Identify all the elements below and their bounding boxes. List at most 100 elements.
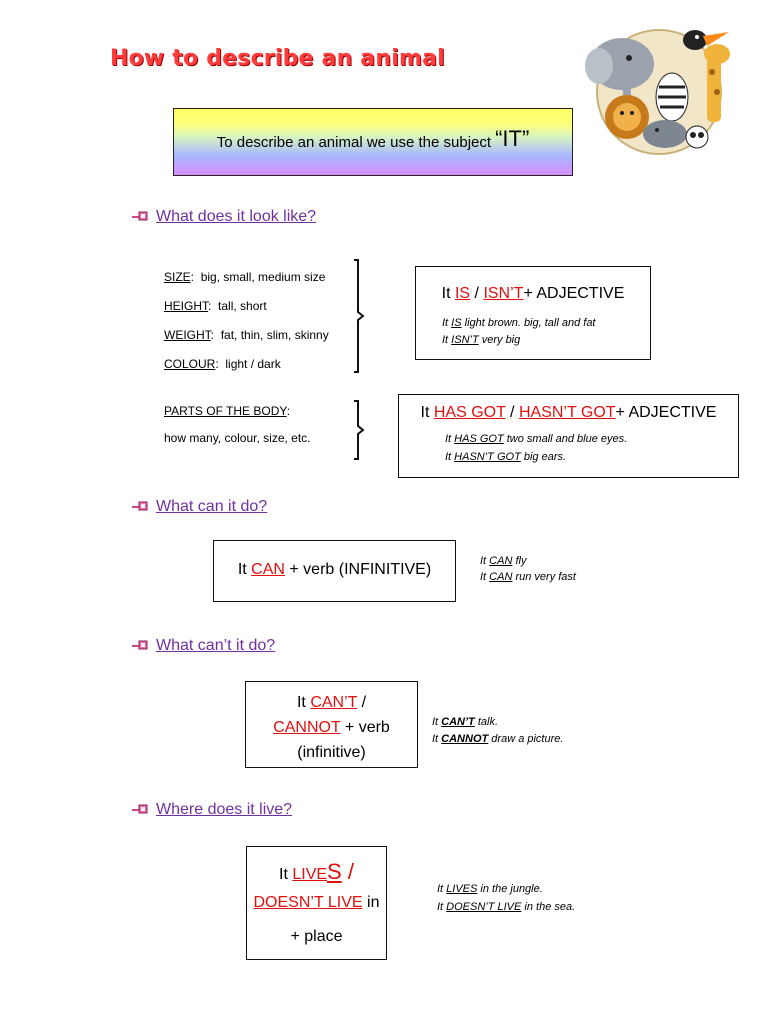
rule-keyword: HASN’T GOT xyxy=(518,404,616,421)
example-text: talk. xyxy=(474,716,499,728)
example-keyword: CAN xyxy=(489,555,513,567)
example-text: run very fast xyxy=(512,571,576,583)
attr-row-size: SIZE: big, small, medium size xyxy=(164,270,325,284)
example-text: in the jungle. xyxy=(477,883,543,895)
pink-bullet-icon xyxy=(132,640,148,650)
subject-banner: To describe an animal we use the subject… xyxy=(173,108,573,176)
example-text: very big xyxy=(478,334,521,346)
example-line: It CAN run very fast xyxy=(480,571,576,583)
example-keyword: CAN xyxy=(489,571,513,583)
section-look-heading-row: What does it look like? xyxy=(132,208,316,226)
rule-text: / xyxy=(505,404,519,421)
example-text: draw a picture. xyxy=(488,733,564,745)
rule-can-text: It CAN + verb (INFINITIVE) xyxy=(214,561,455,579)
rule-live-text: It LIVES / DOESN’T LIVE in + place xyxy=(247,857,386,954)
example-text: light brown. big, tall and fat xyxy=(461,317,596,329)
rule-has-text: It HAS GOT / HASN’T GOT+ ADJECTIVE xyxy=(399,404,738,422)
section-live-heading-row: Where does it live? xyxy=(132,801,292,819)
rule-keyword: LIVE xyxy=(292,866,328,883)
rule-keyword: S xyxy=(327,859,342,884)
rule-line: + place xyxy=(290,928,343,945)
rule-keyword: IS xyxy=(454,285,471,302)
attr-label: HEIGHT xyxy=(164,299,209,313)
example-text: It xyxy=(442,317,452,329)
attr-row-colour: COLOUR: light / dark xyxy=(164,357,281,371)
example-line: It HASN’T GOT big ears. xyxy=(445,451,566,463)
example-keyword: ISN’T xyxy=(451,334,479,346)
attr-row-height: HEIGHT: tall, short xyxy=(164,299,267,313)
body-parts-value: how many, colour, size, etc. xyxy=(164,431,311,445)
rule-can-box: It CAN + verb (INFINITIVE) xyxy=(213,540,456,602)
rule-keyword: CAN xyxy=(251,561,285,578)
attr-value: fat, thin, slim, skinny xyxy=(220,328,329,342)
example-line: It CAN’T talk. xyxy=(432,716,498,728)
section-look-heading: What does it look like? xyxy=(156,208,317,225)
example-keyword: HASN’T GOT xyxy=(454,451,521,463)
rule-keyword: DOESN’T LIVE xyxy=(253,894,363,911)
attr-label: WEIGHT xyxy=(164,328,211,342)
right-bracket-icon xyxy=(354,259,365,373)
example-text: It xyxy=(480,555,490,567)
example-line: It HAS GOT two small and blue eyes. xyxy=(445,433,627,445)
rule-text: in xyxy=(362,894,380,911)
section-live-heading: Where does it live? xyxy=(156,801,293,818)
animal-group-illustration xyxy=(585,29,730,155)
attr-sep: : xyxy=(210,328,215,342)
section-can-heading: What can it do? xyxy=(156,498,268,515)
example-line: It CAN fly xyxy=(480,555,526,567)
banner-subject: “IT” xyxy=(495,126,530,151)
example-text: It xyxy=(442,334,452,346)
rule-text: It xyxy=(441,285,455,302)
rule-is-box: It IS / ISN’T+ ADJECTIVE It IS light bro… xyxy=(415,266,651,360)
rule-line: DOESN’T LIVE in xyxy=(247,890,386,916)
attr-value: big, small, medium size xyxy=(200,270,326,284)
rule-line: It CAN’T / xyxy=(246,690,417,715)
example-line: It LIVES in the jungle. xyxy=(437,883,543,895)
attr-row-weight: WEIGHT: fat, thin, slim, skinny xyxy=(164,328,329,342)
right-bracket-icon xyxy=(354,400,365,460)
rule-text: + ADJECTIVE xyxy=(523,285,625,302)
attr-value: tall, short xyxy=(218,299,267,313)
rule-text: / xyxy=(470,285,484,302)
rule-text: / xyxy=(341,859,354,884)
rule-has-box: It HAS GOT / HASN’T GOT+ ADJECTIVE It HA… xyxy=(398,394,739,478)
attr-sep: : xyxy=(208,299,212,313)
rule-line: It LIVES / xyxy=(247,857,386,890)
rule-is-text: It IS / ISN’T+ ADJECTIVE xyxy=(416,285,650,303)
rule-text: + verb (INFINITIVE) xyxy=(284,561,432,578)
rule-line: (infinitive) xyxy=(297,744,366,761)
section-cant-heading-row: What can’t it do? xyxy=(132,637,275,655)
section-can-heading-row: What can it do? xyxy=(132,498,267,516)
pink-bullet-icon xyxy=(132,804,148,814)
rule-text: It xyxy=(296,694,311,711)
example-text: It xyxy=(437,901,447,913)
example-line: It DOESN’T LIVE in the sea. xyxy=(437,901,575,913)
example-text: in the sea. xyxy=(521,901,576,913)
rule-keyword: ISN’T xyxy=(483,285,524,302)
rule-line: CANNOT + verb xyxy=(246,715,417,740)
rule-cant-box: It CAN’T / CANNOT + verb (infinitive) xyxy=(245,681,418,768)
example-text: It xyxy=(480,571,490,583)
example-text: It xyxy=(445,433,455,445)
attr-sep: : xyxy=(286,404,291,418)
pink-bullet-icon xyxy=(132,501,148,511)
example-text: big ears. xyxy=(520,451,567,463)
rule-text: + verb xyxy=(340,719,390,736)
attr-value: light / dark xyxy=(225,357,281,371)
rule-keyword: CAN’T xyxy=(310,694,358,711)
rule-text: It xyxy=(420,404,434,421)
body-parts-label-row: PARTS OF THE BODY: xyxy=(164,404,290,418)
example-keyword: HAS GOT xyxy=(454,433,504,445)
rule-text: It xyxy=(279,866,293,883)
example-line: It CANNOT draw a picture. xyxy=(432,733,563,745)
section-cant-heading: What can’t it do? xyxy=(156,637,276,654)
rule-keyword: CANNOT xyxy=(273,719,341,736)
rule-live-box: It LIVES / DOESN’T LIVE in + place xyxy=(246,846,387,960)
pink-bullet-icon xyxy=(132,211,148,221)
example-line: It ISN’T very big xyxy=(442,334,520,346)
example-text: It xyxy=(445,451,455,463)
attr-label: COLOUR xyxy=(164,357,216,371)
example-keyword: DOESN’T LIVE xyxy=(446,901,522,913)
example-text: It xyxy=(432,716,442,728)
banner-text: To describe an animal we use the subject xyxy=(216,133,492,151)
